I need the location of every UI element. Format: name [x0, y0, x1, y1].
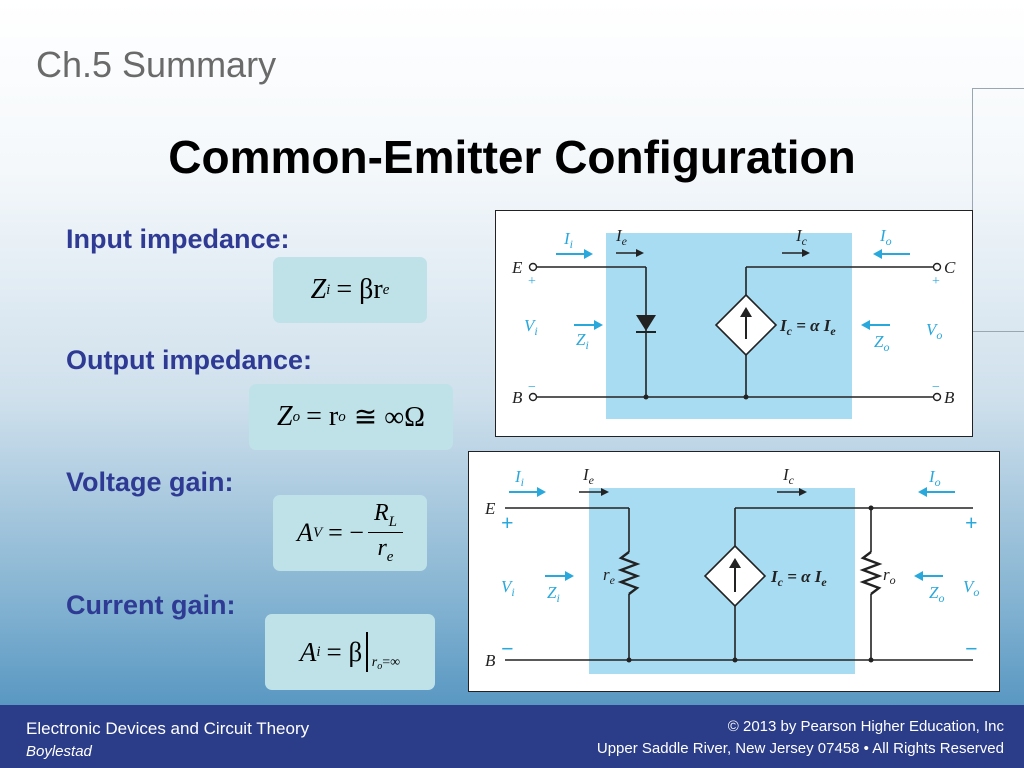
circuit-diagram-diode-model: Ii Ie Ic Io E C B B Vi Vo Zi Zo Ic = α I… [495, 210, 973, 437]
footer-author: Boylestad [26, 743, 92, 760]
side-line-top [972, 88, 1024, 89]
label-b-left: B [512, 388, 523, 407]
output-impedance-label: Output impedance: [66, 345, 313, 375]
label-vo: Vo [963, 577, 979, 599]
label-ii: Ii [563, 229, 573, 251]
formula-z: Z [310, 274, 327, 305]
label-ie: Ie [582, 465, 595, 487]
minus-left: − [501, 636, 514, 661]
slide-title: Common-Emitter Configuration [168, 131, 856, 183]
evaluation-condition: ro=∞ [372, 655, 400, 672]
label-b-right: B [944, 388, 955, 407]
label-ic: Ic [795, 226, 808, 248]
label-ic-equation: Ic = α Ie [779, 316, 836, 338]
label-zo: Zo [874, 332, 889, 354]
formula-sub: o [338, 408, 346, 425]
circuit-diagram-re-model: Ii Ie Ic Io E B Vi Vo Zi Zo re ro Ic = α… [468, 451, 1000, 692]
num-r: R [373, 500, 389, 526]
diode-symbol [636, 315, 656, 333]
formula-tail: ≅ ∞Ω [353, 402, 425, 433]
plus-left: + [528, 274, 536, 289]
formula-sub: e [382, 281, 390, 298]
circuit-svg-2: Ii Ie Ic Io E B Vi Vo Zi Zo re ro Ic = α… [484, 465, 979, 674]
label-ic: Ic [782, 465, 795, 487]
current-gain-label: Current gain: [66, 590, 236, 620]
formula-a: A [297, 518, 313, 547]
formula-z: Z [277, 401, 293, 432]
input-impedance-label: Input impedance: [66, 224, 290, 254]
label-e: E [484, 499, 496, 518]
formula-rhs: = r [306, 401, 339, 432]
minus-right: − [965, 636, 978, 661]
label-zi: Zi [576, 330, 589, 352]
footer-book-title: Electronic Devices and Circuit Theory [26, 719, 310, 738]
den-r: r [377, 535, 387, 561]
label-b: B [485, 651, 496, 670]
minus-left: − [528, 380, 536, 395]
circuit-svg-1: Ii Ie Ic Io E C B B Vi Vo Zi Zo Ic = α I… [511, 226, 956, 419]
gain-fraction: RL re [367, 500, 403, 566]
cond-r: r [371, 655, 378, 670]
formula-sub: i [316, 643, 321, 660]
current-source-diamond [703, 544, 767, 608]
plus-right: + [965, 510, 978, 535]
label-io: Io [879, 226, 892, 248]
formula-sub: V [312, 524, 323, 541]
footer-address: Upper Saddle River, New Jersey 07458 • A… [596, 740, 1004, 757]
footer-copyright: © 2013 by Pearson Higher Education, Inc [727, 718, 1004, 735]
label-io: Io [928, 467, 941, 489]
label-re: re [603, 565, 616, 587]
chapter-title: Ch.5 Summary [36, 44, 277, 85]
minus-right: − [932, 380, 940, 395]
voltage-gain-label: Voltage gain: [66, 467, 234, 497]
formula-a: A [299, 636, 317, 667]
label-vo: Vo [926, 320, 942, 342]
formula-rhs: = − [328, 518, 364, 547]
fraction-denominator: re [377, 533, 393, 566]
cond-sub: o [377, 661, 383, 672]
label-ii: Ii [514, 467, 524, 489]
plus-right: + [932, 274, 940, 289]
label-zi: Zi [547, 583, 560, 605]
label-ro: ro [883, 565, 896, 587]
label-ic-equation: Ic = α Ie [770, 567, 827, 589]
current-source-diamond [714, 293, 778, 357]
den-sub: e [386, 549, 394, 565]
evaluation-bar [366, 632, 368, 672]
cond-tail: =∞ [382, 655, 401, 670]
fraction-numerator: RL [367, 500, 403, 533]
plus-left: + [501, 510, 514, 535]
formula-sub: o [292, 408, 301, 425]
formula-rhs: = βr [336, 274, 383, 305]
side-line-bottom [972, 331, 1024, 332]
label-ie: Ie [615, 226, 628, 248]
label-c: C [944, 258, 956, 277]
footer-bar: Electronic Devices and Circuit Theory Bo… [0, 705, 1024, 768]
label-vi: Vi [524, 316, 538, 338]
label-e: E [511, 258, 523, 277]
label-vi: Vi [501, 577, 515, 599]
formula-rhs: = β [326, 636, 363, 667]
label-zo: Zo [929, 583, 944, 605]
num-sub: L [388, 514, 397, 530]
formula-sub: i [326, 281, 331, 298]
